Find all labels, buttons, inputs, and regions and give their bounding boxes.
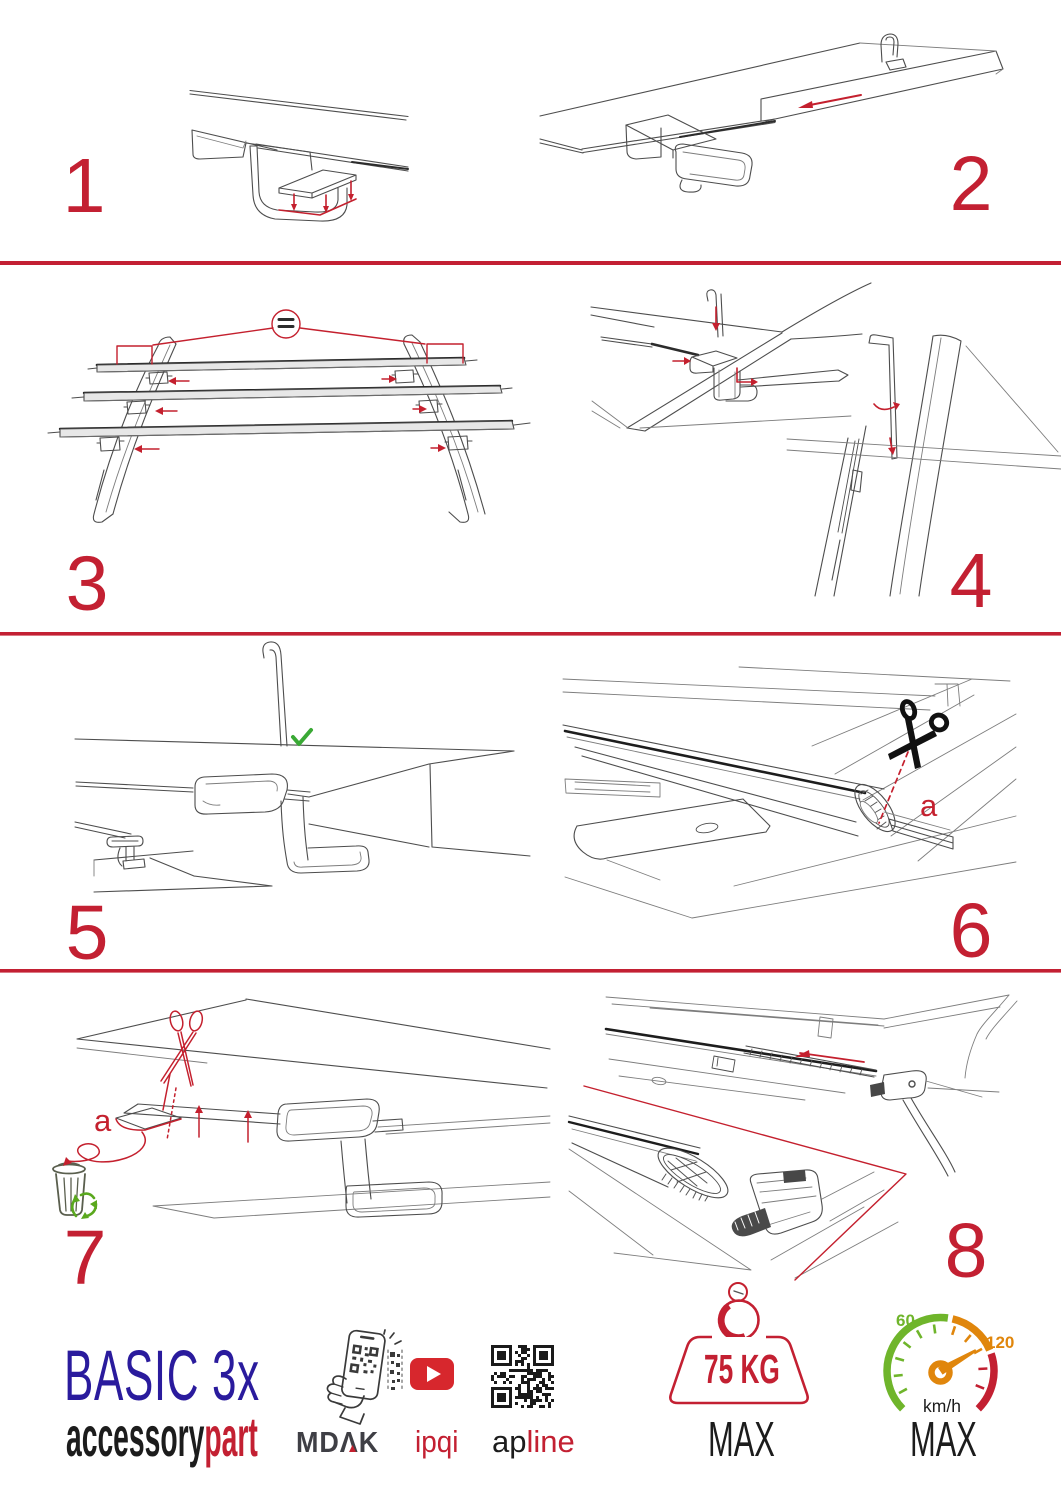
- svg-text:MDΛK: MDΛK: [296, 1426, 379, 1458]
- svg-text:1: 1: [63, 143, 106, 229]
- svg-text:BASIC 3x: BASIC 3x: [64, 1336, 260, 1415]
- svg-text:km/h: km/h: [923, 1396, 961, 1416]
- svg-text:ipqi: ipqi: [415, 1425, 458, 1460]
- svg-text:60: 60: [896, 1311, 915, 1330]
- svg-text:120: 120: [986, 1333, 1014, 1352]
- svg-text:5: 5: [66, 890, 109, 976]
- svg-text:6: 6: [950, 888, 993, 974]
- svg-text:2: 2: [950, 141, 993, 227]
- svg-text:a: a: [94, 1103, 112, 1138]
- svg-text:a: a: [920, 788, 938, 823]
- svg-text:8: 8: [945, 1208, 988, 1294]
- svg-text:7: 7: [64, 1215, 107, 1301]
- svg-text:3: 3: [66, 541, 109, 627]
- svg-text:MAX: MAX: [910, 1412, 977, 1467]
- svg-text:4: 4: [950, 538, 993, 624]
- svg-text:apline: apline: [492, 1424, 575, 1459]
- svg-text:MAX: MAX: [708, 1412, 775, 1467]
- svg-text:75 KG: 75 KG: [704, 1347, 780, 1392]
- svg-text:accessorypart: accessorypart: [66, 1407, 258, 1469]
